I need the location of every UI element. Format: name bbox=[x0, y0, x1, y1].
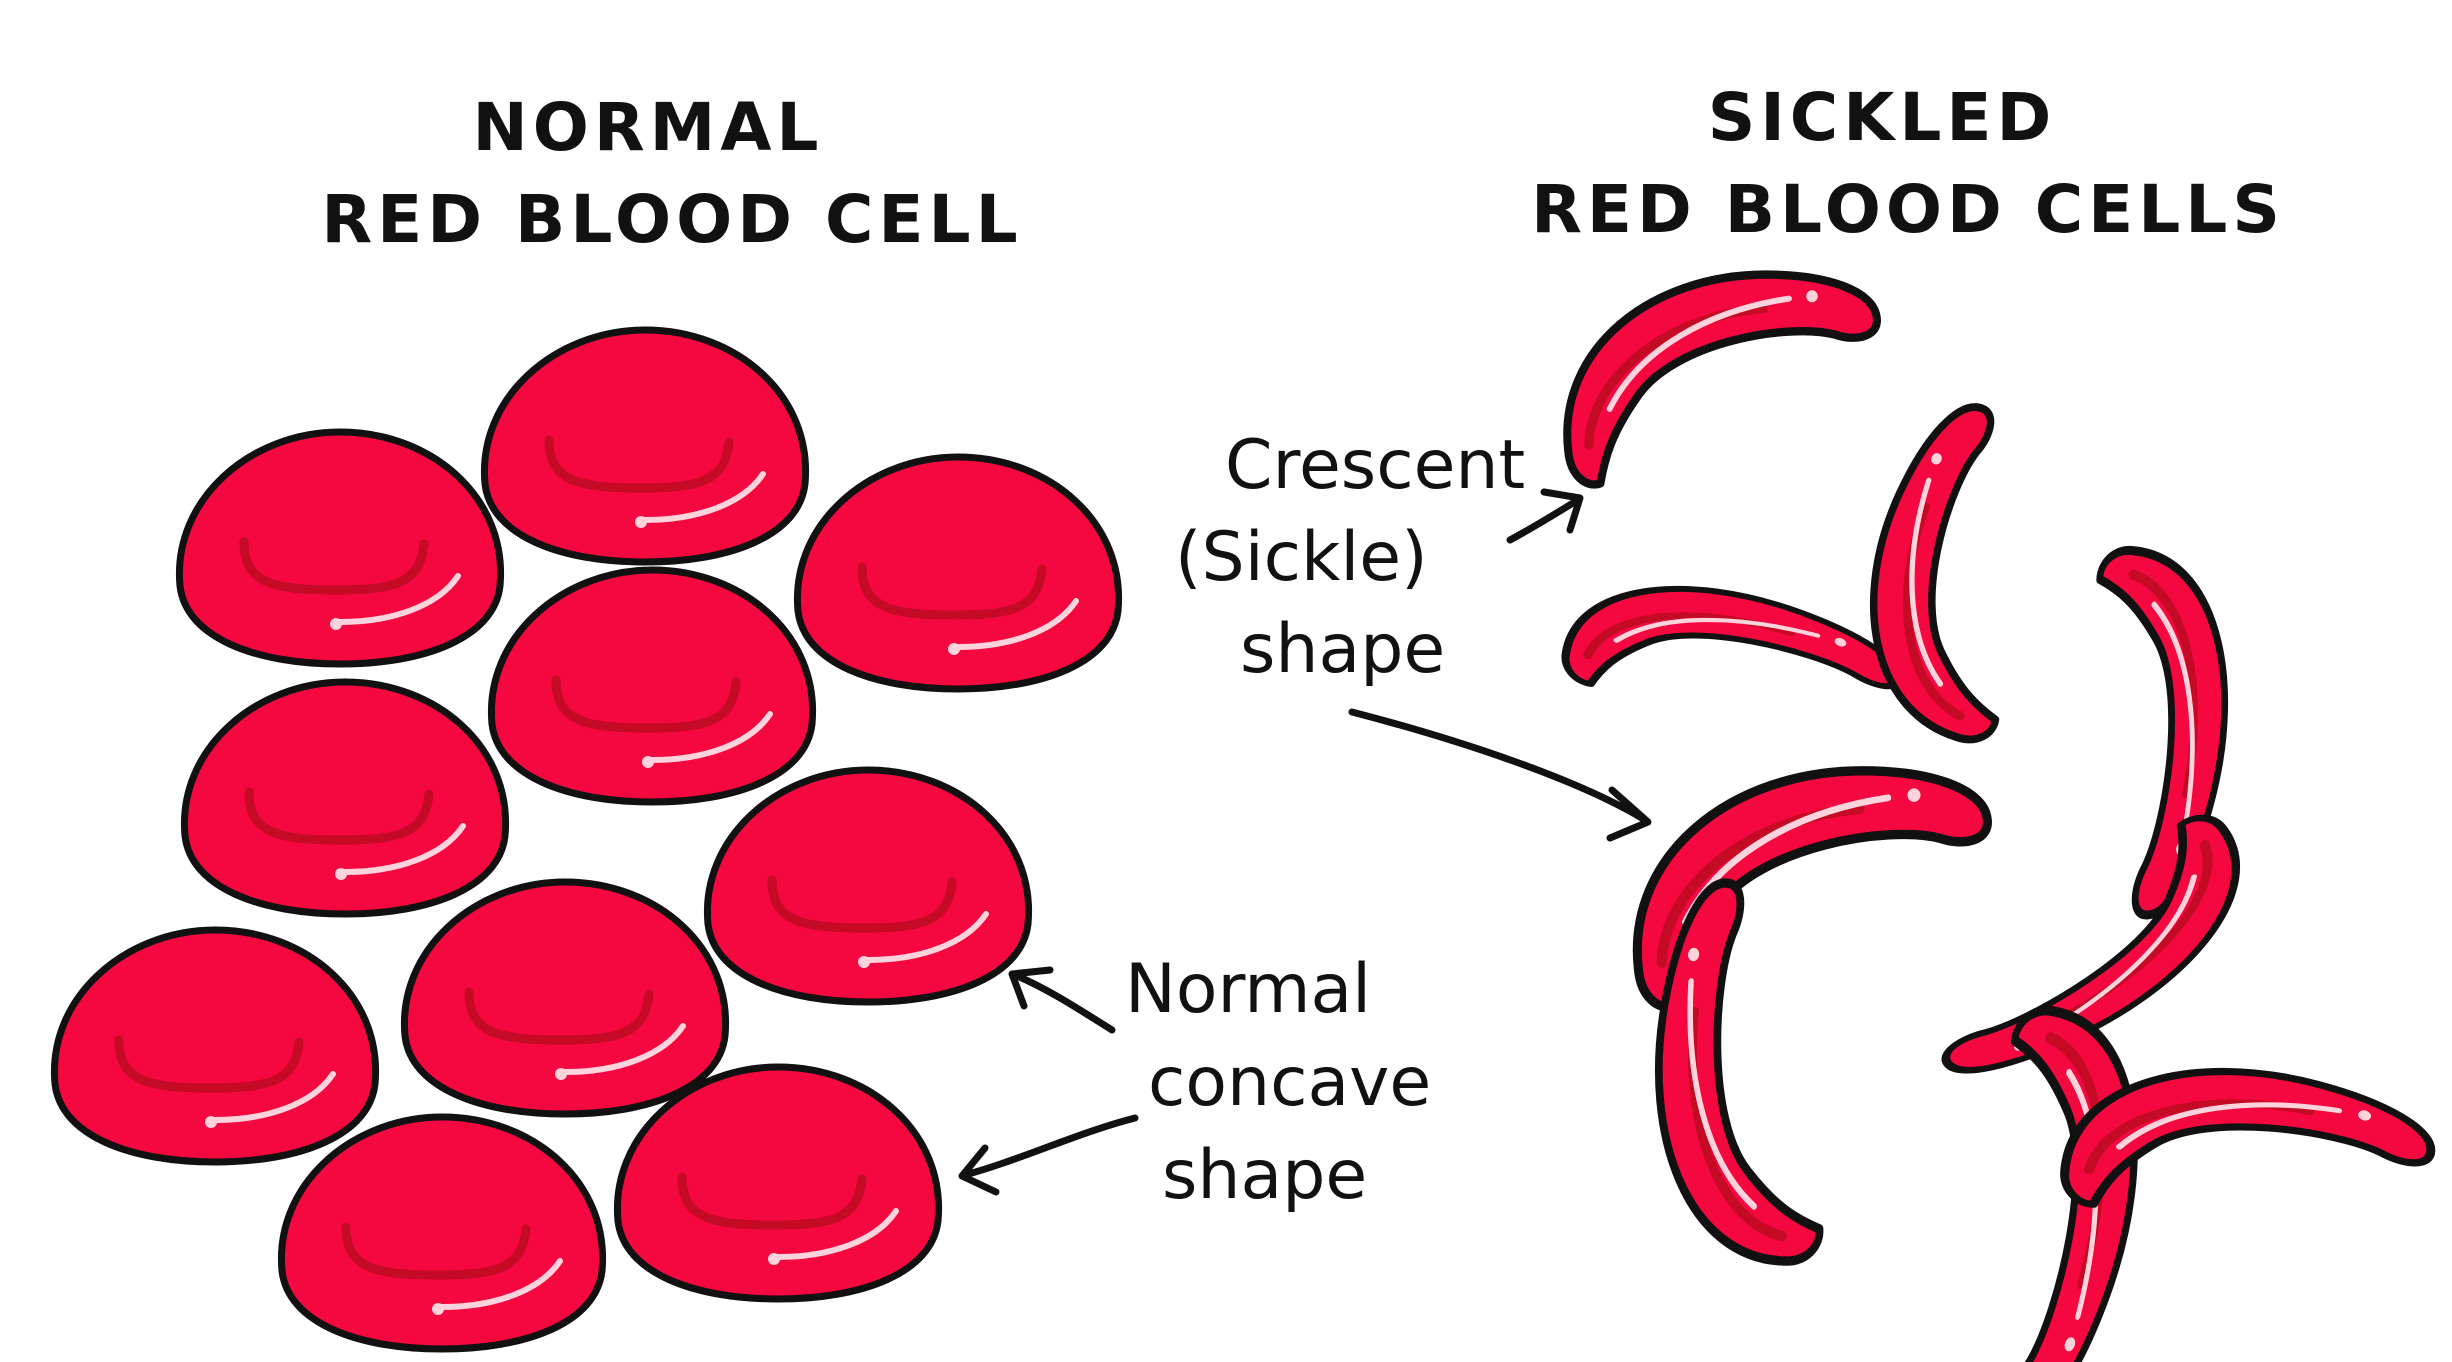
normal-rbc bbox=[281, 1117, 602, 1349]
normal-cells-group bbox=[54, 330, 1118, 1349]
crescent-label-line1: Crescent bbox=[1225, 426, 1525, 505]
sickled-rbc bbox=[1558, 541, 1910, 783]
sickled-cells-group bbox=[1558, 275, 2441, 1362]
sickled-title-line2: RED BLOOD CELLS bbox=[1531, 171, 2285, 248]
crescent-label-line2: (Sickle) bbox=[1175, 518, 1428, 597]
normal-rbc bbox=[491, 570, 812, 802]
sickled-title-line1: SICKLED bbox=[1708, 79, 2057, 156]
crescent-label-line3: shape bbox=[1240, 610, 1445, 689]
normal-rbc bbox=[404, 882, 725, 1114]
normal-title-line2: RED BLOOD CELL bbox=[321, 181, 1022, 258]
normal-rbc bbox=[184, 682, 505, 914]
normal-arrow-lower bbox=[958, 1114, 1139, 1196]
sickled-rbc bbox=[1894, 1001, 2192, 1362]
normal-rbc bbox=[707, 770, 1028, 1002]
normal-label-line1: Normal bbox=[1125, 950, 1371, 1029]
crescent-arrow-lower bbox=[1348, 708, 1652, 842]
sickled-rbc bbox=[1816, 392, 2113, 750]
normal-rbc bbox=[484, 330, 805, 562]
normal-arrow-upper bbox=[1008, 966, 1116, 1034]
normal-label-line2: concave bbox=[1148, 1043, 1431, 1122]
normal-rbc bbox=[179, 432, 500, 664]
normal-rbc bbox=[797, 457, 1118, 689]
normal-rbc bbox=[54, 930, 375, 1162]
normal-label-line3: shape bbox=[1162, 1136, 1367, 1215]
sickled-rbc bbox=[1567, 275, 1877, 485]
crescent-arrow-upper bbox=[1506, 488, 1584, 544]
normal-title-line1: NORMAL bbox=[473, 89, 824, 166]
